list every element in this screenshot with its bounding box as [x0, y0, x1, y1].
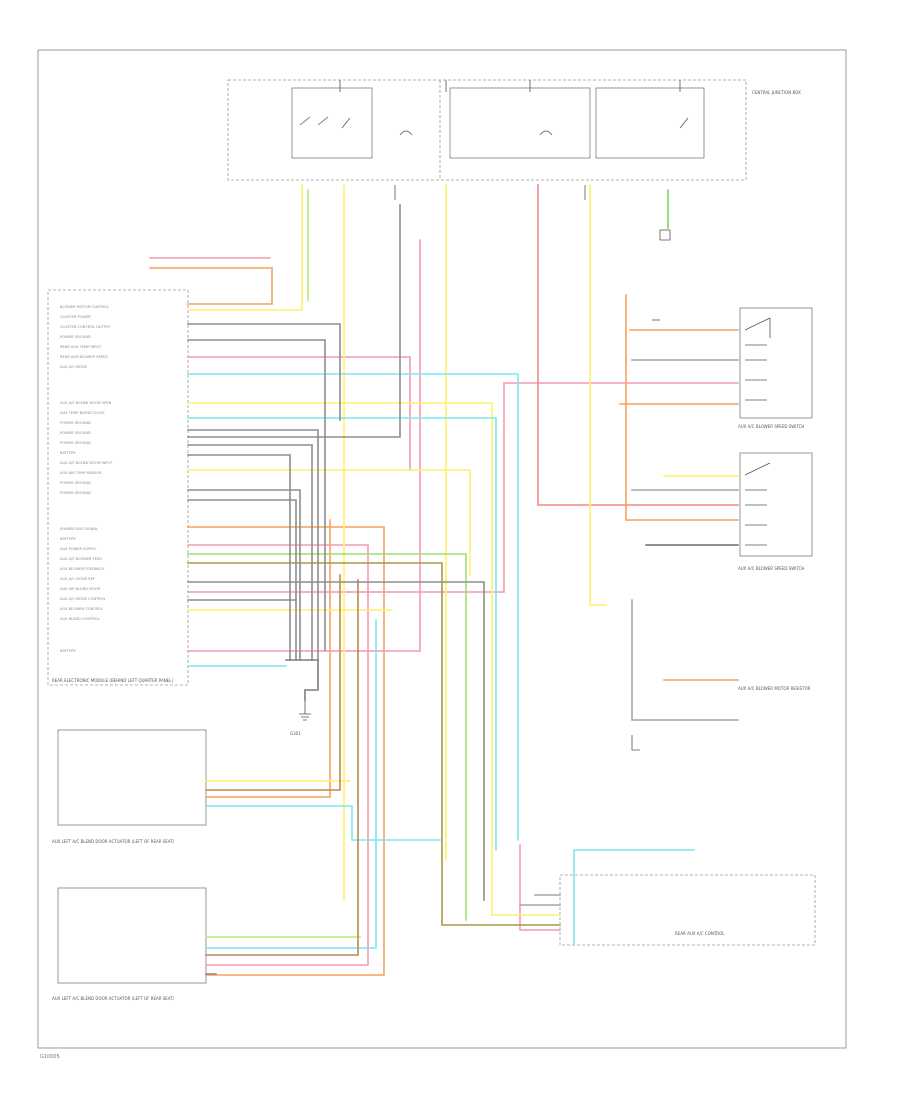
lower-switch-label: AUX A/C BLOWER SPEED SWITCH	[738, 566, 804, 571]
svg-text:REAR AUX BLOWER SPEED: REAR AUX BLOWER SPEED	[60, 355, 108, 359]
upper-blower-switch	[739, 307, 813, 419]
svg-text:AUX A/C BLOWER FEED: AUX A/C BLOWER FEED	[60, 557, 102, 561]
pin-label-column: BLOWER MOTOR CONTROL CLUSTER POWER CLUST…	[60, 305, 113, 653]
hvac-module-outline	[47, 289, 189, 686]
component-labels: REAR ELECTRONIC MODULE (BEHIND LEFT QUAR…	[52, 90, 811, 1001]
front-blend-door-actuator-label: AUX LEFT A/C BLEND DOOR ACTUATOR (LEFT O…	[52, 839, 175, 844]
svg-text:AUX BLOWER FEEDBACK: AUX BLOWER FEEDBACK	[60, 567, 105, 571]
fuse-panel-label: CENTRAL JUNCTION BOX	[752, 90, 801, 95]
svg-text:AUX A/C BLEND DOOR OPEN: AUX A/C BLEND DOOR OPEN	[60, 401, 112, 405]
svg-text:AUX AIR TEMP SENSOR: AUX AIR TEMP SENSOR	[60, 471, 102, 475]
svg-text:POWER GROUND: POWER GROUND	[60, 421, 91, 425]
svg-text:AUX A/C MODE: AUX A/C MODE	[60, 365, 88, 369]
svg-text:SHARED BUS SIGNAL: SHARED BUS SIGNAL	[60, 527, 98, 531]
svg-text:AUX BLOWER CONTROL: AUX BLOWER CONTROL	[60, 607, 103, 611]
svg-text:AUX A/C BLEND DOOR INPUT: AUX A/C BLEND DOOR INPUT	[60, 461, 113, 465]
svg-text:CLUSTER POWER: CLUSTER POWER	[60, 315, 91, 319]
diagram-frame	[37, 49, 847, 1049]
hvac-module-label: REAR ELECTRONIC MODULE (BEHIND LEFT QUAR…	[52, 678, 173, 683]
ground-label: G301	[290, 731, 301, 736]
svg-text:AUX A/C DOOR REF: AUX A/C DOOR REF	[60, 577, 95, 581]
wire-harness	[149, 184, 739, 976]
diagram-footer-code: G10005	[40, 1054, 60, 1060]
svg-text:AUX BLEND CONTROL: AUX BLEND CONTROL	[60, 617, 100, 621]
svg-text:POWER GROUND: POWER GROUND	[60, 431, 91, 435]
svg-text:AUX TEMP BLEND CLOSE: AUX TEMP BLEND CLOSE	[60, 411, 105, 415]
svg-text:POWER GROUND: POWER GROUND	[60, 491, 91, 495]
resistor-block-label: AUX A/C BLOWER MOTOR RESISTOR	[738, 686, 811, 691]
fuse-panel	[227, 79, 747, 181]
svg-text:BLOWER MOTOR CONTROL: BLOWER MOTOR CONTROL	[60, 305, 109, 309]
svg-text:REAR AUX TEMP INPUT: REAR AUX TEMP INPUT	[60, 345, 102, 349]
svg-text:BATTERY: BATTERY	[60, 537, 77, 541]
rear-blend-door-actuator-box	[57, 887, 207, 984]
rear-control-box	[559, 874, 816, 946]
svg-text:POWER GROUND: POWER GROUND	[60, 441, 91, 445]
svg-text:BATTERY: BATTERY	[60, 649, 77, 653]
svg-text:CLUSTER CONTROL OUTPUT: CLUSTER CONTROL OUTPUT	[60, 325, 111, 329]
upper-switch-label: AUX A/C BLOWER SPEED SWITCH	[738, 424, 804, 429]
front-blend-door-actuator-box	[57, 729, 207, 826]
lower-blower-switch	[739, 452, 813, 557]
rear-control-label: REAR AUX A/C CONTROL	[675, 931, 725, 936]
svg-text:POWER GROUND: POWER GROUND	[60, 335, 91, 339]
svg-text:BATTERY: BATTERY	[60, 451, 77, 455]
svg-text:POWER GROUND: POWER GROUND	[60, 481, 91, 485]
svg-text:AUX A/C MODE CONTROL: AUX A/C MODE CONTROL	[60, 597, 106, 601]
ground-symbol	[299, 229, 671, 721]
svg-text:AUX AIR BLEND DOOR: AUX AIR BLEND DOOR	[60, 587, 101, 591]
rear-blend-door-actuator-label: AUX LEFT A/C BLEND DOOR ACTUATOR (LEFT O…	[52, 996, 175, 1001]
svg-text:AUX POWER SUPPLY: AUX POWER SUPPLY	[60, 547, 97, 551]
